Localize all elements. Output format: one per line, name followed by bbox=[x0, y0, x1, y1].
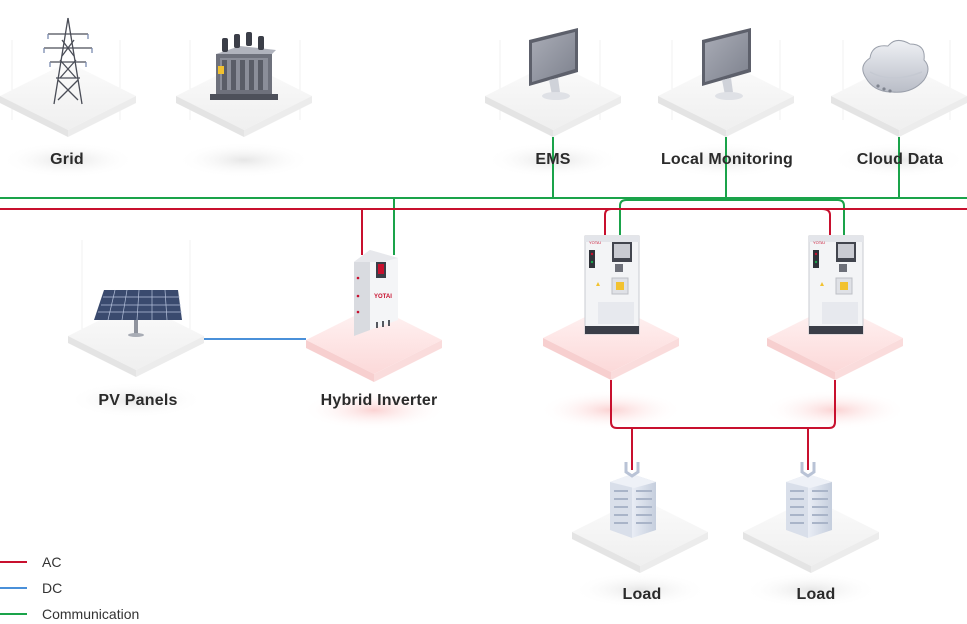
legend-label-dc: DC bbox=[42, 580, 63, 596]
inverter-icon: YOTAI bbox=[354, 250, 398, 336]
platform-transformer bbox=[176, 62, 312, 178]
svg-text:YOTAI: YOTAI bbox=[813, 240, 825, 245]
label-grid: Grid bbox=[50, 151, 84, 168]
building-icon bbox=[610, 462, 656, 538]
label-load-1: Load bbox=[622, 586, 662, 603]
monitor-icon bbox=[529, 28, 578, 100]
label-ems: EMS bbox=[535, 151, 571, 168]
svg-text:YOTAI: YOTAI bbox=[589, 240, 601, 245]
solar-panel-icon bbox=[94, 289, 182, 337]
comm-lines bbox=[0, 137, 967, 255]
comm-cabinet-1-link bbox=[619, 198, 727, 235]
ac-cabinet-2-link bbox=[821, 208, 831, 235]
legend-swatch-communication bbox=[0, 613, 27, 615]
platform-hybrid-inverter bbox=[302, 306, 446, 430]
ac-cabinet-1-link bbox=[604, 208, 612, 235]
platform-storage-cabinet-2 bbox=[763, 304, 907, 430]
legend-label-communication: Communication bbox=[42, 606, 140, 622]
monitor-icon bbox=[702, 28, 751, 100]
ac-load-bus bbox=[610, 380, 836, 429]
transformer-icon bbox=[210, 32, 278, 100]
legend-swatch-ac bbox=[0, 561, 27, 563]
cloud-server-icon bbox=[862, 40, 929, 93]
battery-cabinet-icon: YOTAI bbox=[584, 235, 640, 335]
battery-cabinet-icon: YOTAI bbox=[808, 235, 864, 335]
ac-lines bbox=[0, 208, 967, 470]
legend-swatch-dc bbox=[0, 587, 27, 589]
comm-cabinet-2-link bbox=[726, 199, 845, 235]
label-pv-panels: PV Panels bbox=[98, 392, 178, 409]
label-hybrid-inverter: Hybrid Inverter bbox=[320, 392, 438, 409]
label-load-2: Load bbox=[796, 586, 836, 603]
label-local-monitoring: Local Monitoring bbox=[660, 151, 794, 168]
platform-grid bbox=[0, 62, 136, 178]
legend-label-ac: AC bbox=[42, 554, 62, 570]
inverter-brand-text: YOTAI bbox=[374, 294, 392, 300]
building-icon bbox=[786, 462, 832, 538]
label-cloud-data: Cloud Data bbox=[856, 151, 944, 168]
power-tower-icon bbox=[43, 17, 93, 105]
